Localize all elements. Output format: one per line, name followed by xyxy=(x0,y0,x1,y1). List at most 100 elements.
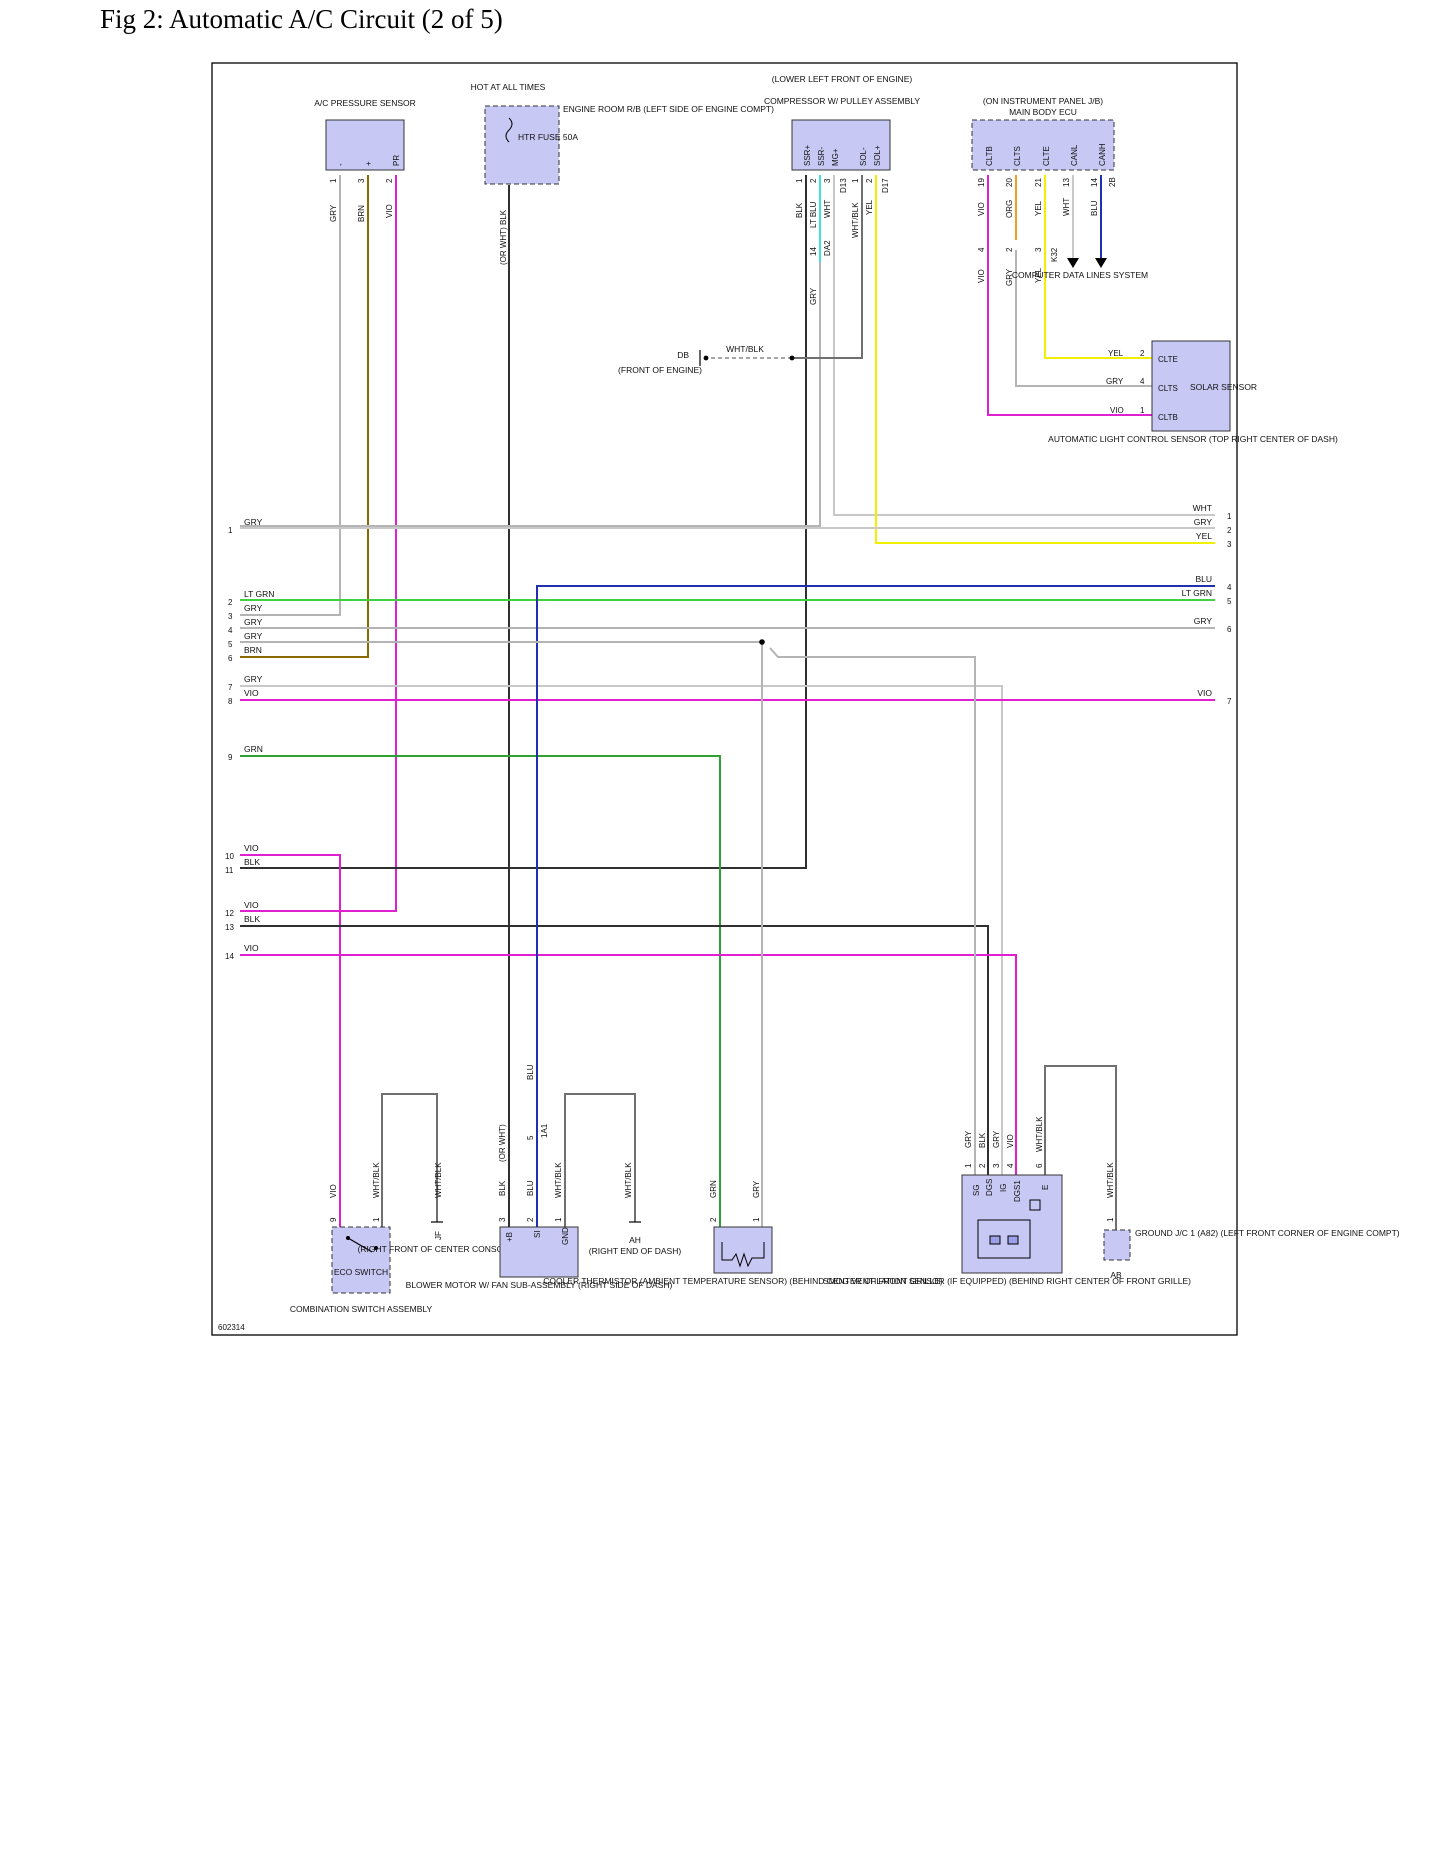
arrow-canh xyxy=(1095,258,1107,268)
right-num-2: 2 xyxy=(1227,526,1232,535)
main-body-ecu: (ON INSTRUMENT PANEL J/B) MAIN BODY ECU … xyxy=(971,96,1148,286)
left-num-1: 1 xyxy=(228,526,233,535)
smog-wire-gry1: GRY xyxy=(964,1130,973,1148)
jc-num: 1 xyxy=(1106,1217,1115,1222)
ecu-num-21: 21 xyxy=(1034,178,1043,187)
wire-smog-sg xyxy=(769,647,976,1175)
ecu-inline-4: 4 xyxy=(977,247,986,252)
left-num-8: 8 xyxy=(228,697,233,706)
compressor-name: COMPRESSOR W/ PULLEY ASSEMBLY xyxy=(764,96,920,106)
solar-pin-clts: CLTS xyxy=(1158,384,1178,393)
wire-ecu-vio xyxy=(987,175,1152,416)
wire-line7-gry xyxy=(240,685,1003,1175)
ecu-num-14: 14 xyxy=(1090,178,1099,187)
wire-ac-vio xyxy=(240,175,397,912)
ah-wire: WHT/BLK xyxy=(624,1162,633,1198)
solar-sensor: CLTE CLTS CLTB 2 4 1 YEL GRY VIO SOLAR S… xyxy=(1048,340,1338,444)
right-num-4: 4 xyxy=(1227,583,1232,592)
ecu-lower-yel: YEL xyxy=(1034,267,1043,283)
solar-pin-clte: CLTE xyxy=(1158,355,1178,364)
ac-wire-gry: GRY xyxy=(329,204,338,222)
smog-pin-dgs1: DGS1 xyxy=(1013,1180,1022,1202)
comp-wire-wht: WHT xyxy=(823,200,832,218)
ac-pressure-sensor: A/C PRESSURE SENSOR - + PR 1 3 2 GRY BRN… xyxy=(314,98,416,222)
compressor-location: (LOWER LEFT FRONT OF ENGINE) xyxy=(772,74,913,84)
left-num-4: 4 xyxy=(228,626,233,635)
comp-conn-d13: D13 xyxy=(839,178,848,193)
ground-jc1: WHT/BLK 1 AB GROUND J/C 1 (A82) (LEFT FR… xyxy=(1103,1162,1400,1280)
blower-num-1: 1 xyxy=(554,1217,563,1222)
wire-line10-vio xyxy=(240,854,341,1227)
right-wire-5: LT GRN xyxy=(1182,588,1212,598)
smog-pin-dgs: DGS xyxy=(985,1179,994,1196)
eco-dot2 xyxy=(374,1246,378,1250)
left-wire-10: VIO xyxy=(244,843,259,853)
eco-box xyxy=(331,1226,391,1294)
thermistor-wire-gry: GRY xyxy=(752,1180,761,1198)
ground-jf: WHT/BLK JF (RIGHT FRONT OF CENTER CONSOL… xyxy=(358,1162,517,1254)
solar-num-4: 4 xyxy=(1140,377,1145,386)
ecu-lower-gry: GRY xyxy=(1005,268,1014,286)
ecu-pin-clte: CLTE xyxy=(1042,146,1051,166)
ac-num-2: 2 xyxy=(385,178,394,183)
jf-name: JF xyxy=(434,1231,443,1240)
eco-num-9: 9 xyxy=(329,1217,338,1222)
left-num-7: 7 xyxy=(228,683,233,692)
eco-switch: ECO SWITCH COMBINATION SWITCH ASSEMBLY 9… xyxy=(290,1162,433,1314)
ac-num-1: 1 xyxy=(329,178,338,183)
ecu-num-20: 20 xyxy=(1005,178,1014,187)
comp-num-3: 3 xyxy=(823,178,832,183)
left-num-5: 5 xyxy=(228,640,233,649)
right-num-5: 5 xyxy=(1227,597,1232,606)
ac-num-3: 3 xyxy=(357,178,366,183)
comp-num-2: 2 xyxy=(809,178,818,183)
comp-inline-da2: DA2 xyxy=(823,240,832,256)
fuse-hot-label: HOT AT ALL TIMES xyxy=(471,82,546,92)
ecu-wire-blu: BLU xyxy=(1090,200,1099,216)
left-wire-9: GRN xyxy=(244,744,263,754)
left-wire-6: BRN xyxy=(244,645,262,655)
ecu-inline-2: 2 xyxy=(1005,247,1014,252)
ground-db-dot xyxy=(703,355,709,361)
blower-inline-1a1: 1A1 xyxy=(540,1123,549,1138)
smog-num-2: 2 xyxy=(978,1163,987,1168)
ecu-num-19: 19 xyxy=(977,178,986,187)
wire-line9-grn xyxy=(240,755,721,1227)
blower-caption: BLOWER MOTOR W/ FAN SUB-ASSEMBLY (RIGHT … xyxy=(406,1280,673,1290)
comp-pin-ssrp: SSR+ xyxy=(803,145,812,166)
ecu-wire-org: ORG xyxy=(1005,200,1014,218)
wire-ecu-yel xyxy=(1044,175,1152,359)
comp-wire-whtblk: WHT/BLK xyxy=(851,202,860,238)
solar-num-2: 2 xyxy=(1140,349,1145,358)
ecu-pin-canh: CANH xyxy=(1098,143,1107,166)
left-num-9: 9 xyxy=(228,753,233,762)
thermistor-wire-grn: GRN xyxy=(709,1180,718,1198)
blower-num-2: 2 xyxy=(526,1217,535,1222)
compressor: (LOWER LEFT FRONT OF ENGINE) COMPRESSOR … xyxy=(764,74,920,305)
fuse-location: ENGINE ROOM R/B (LEFT SIDE OF ENGINE COM… xyxy=(563,104,774,114)
jf-location: (RIGHT FRONT OF CENTER CONSOLE) xyxy=(358,1244,517,1254)
solar-caption: AUTOMATIC LIGHT CONTROL SENSOR (TOP RIGH… xyxy=(1048,434,1338,444)
wire-blower-ground xyxy=(564,1093,636,1227)
comp-wire-ltblu: LT BLU xyxy=(809,201,818,228)
ecu-wire-wht: WHT xyxy=(1062,198,1071,216)
right-wire-3: YEL xyxy=(1196,531,1212,541)
ground-db: DB (FRONT OF ENGINE) WHT/BLK xyxy=(618,344,795,375)
ah-name: AH xyxy=(629,1235,641,1245)
wire-line13-blk xyxy=(240,925,989,1175)
left-wire-13: BLK xyxy=(244,914,260,924)
ecu-pin-cltb: CLTB xyxy=(985,146,994,166)
left-num-12: 12 xyxy=(225,909,234,918)
wire-line14-vio xyxy=(240,954,1017,1175)
comp-num-1b: 1 xyxy=(851,178,860,183)
ah-location: (RIGHT END OF DASH) xyxy=(589,1246,682,1256)
fuse-label: HTR FUSE 50A xyxy=(518,132,578,142)
blower-inline-5: 5 xyxy=(526,1135,535,1140)
left-wire-14: VIO xyxy=(244,943,259,953)
smog-circuit xyxy=(977,1219,1031,1259)
ecu-pin-clts: CLTS xyxy=(1013,146,1022,166)
solar-pin-cltb: CLTB xyxy=(1158,413,1178,422)
fuse-box xyxy=(484,105,560,185)
blower-wire-blu: BLU xyxy=(526,1180,535,1196)
